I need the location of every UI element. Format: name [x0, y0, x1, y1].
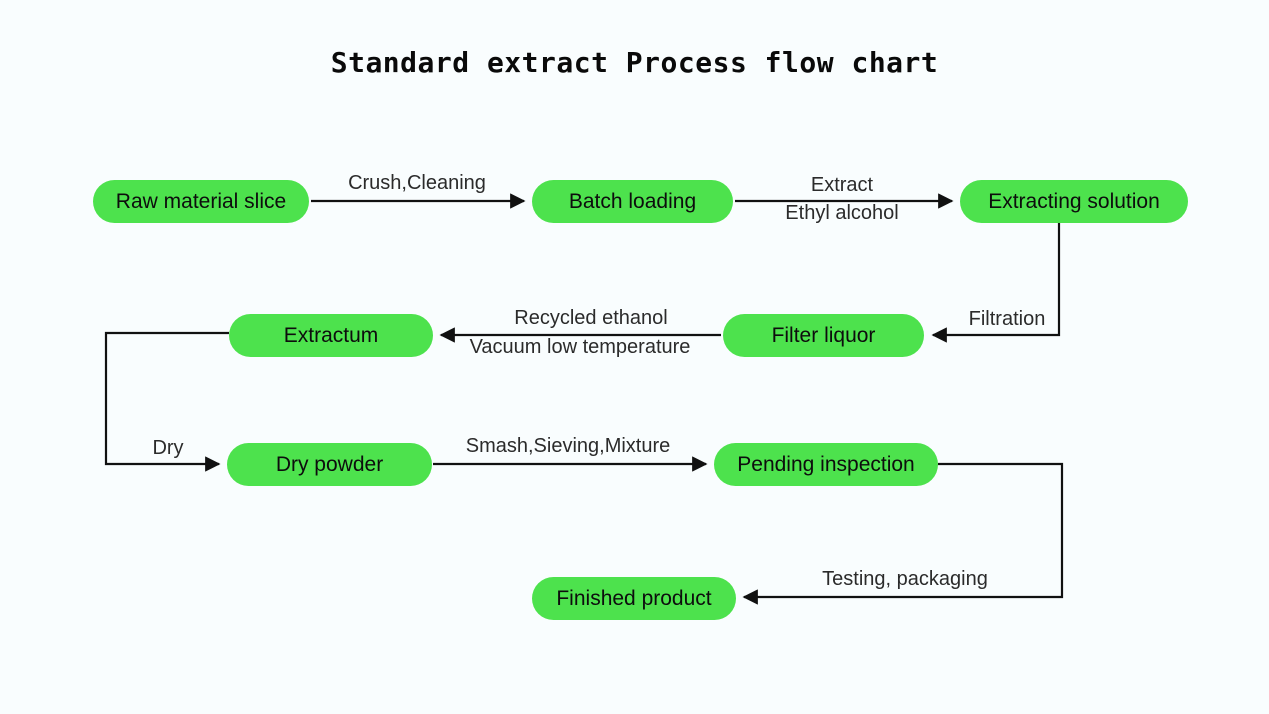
node-finished-product[interactable]: Finished product: [532, 577, 736, 620]
node-label: Extracting solution: [988, 190, 1160, 213]
node-label: Filter liquor: [771, 324, 876, 347]
page-title: Standard extract Process flow chart: [330, 46, 939, 79]
edge-label-ethyl-alcohol: Ethyl alcohol: [785, 202, 899, 224]
node-label: Dry powder: [275, 453, 384, 476]
node-label: Extractum: [283, 324, 379, 347]
node-label: Finished product: [556, 587, 712, 610]
node-label: Raw material slice: [115, 190, 287, 213]
edge-label-vacuum-low-temperature: Vacuum low temperature: [469, 336, 691, 358]
edge-label-dry: Dry: [152, 437, 184, 459]
node-pending-inspection[interactable]: Pending inspection: [714, 443, 938, 486]
node-batch-loading[interactable]: Batch loading: [532, 180, 733, 223]
node-extracting-solution[interactable]: Extracting solution: [960, 180, 1188, 223]
edge-label-smash-sieving-mixture: Smash,Sieving,Mixture: [465, 435, 671, 457]
edge-label-testing-packaging: Testing, packaging: [822, 568, 988, 590]
node-filter-liquor[interactable]: Filter liquor: [723, 314, 924, 357]
node-label: Batch loading: [568, 190, 697, 213]
edge-label-extract: Extract: [810, 174, 874, 196]
edge-label-filtration: Filtration: [968, 308, 1046, 330]
node-dry-powder[interactable]: Dry powder: [227, 443, 432, 486]
edge-label-recycled-ethanol: Recycled ethanol: [514, 307, 668, 329]
edge-label-crush-cleaning: Crush,Cleaning: [348, 172, 486, 194]
node-extractum[interactable]: Extractum: [229, 314, 433, 357]
node-raw-material-slice[interactable]: Raw material slice: [93, 180, 309, 223]
node-label: Pending inspection: [737, 453, 915, 476]
